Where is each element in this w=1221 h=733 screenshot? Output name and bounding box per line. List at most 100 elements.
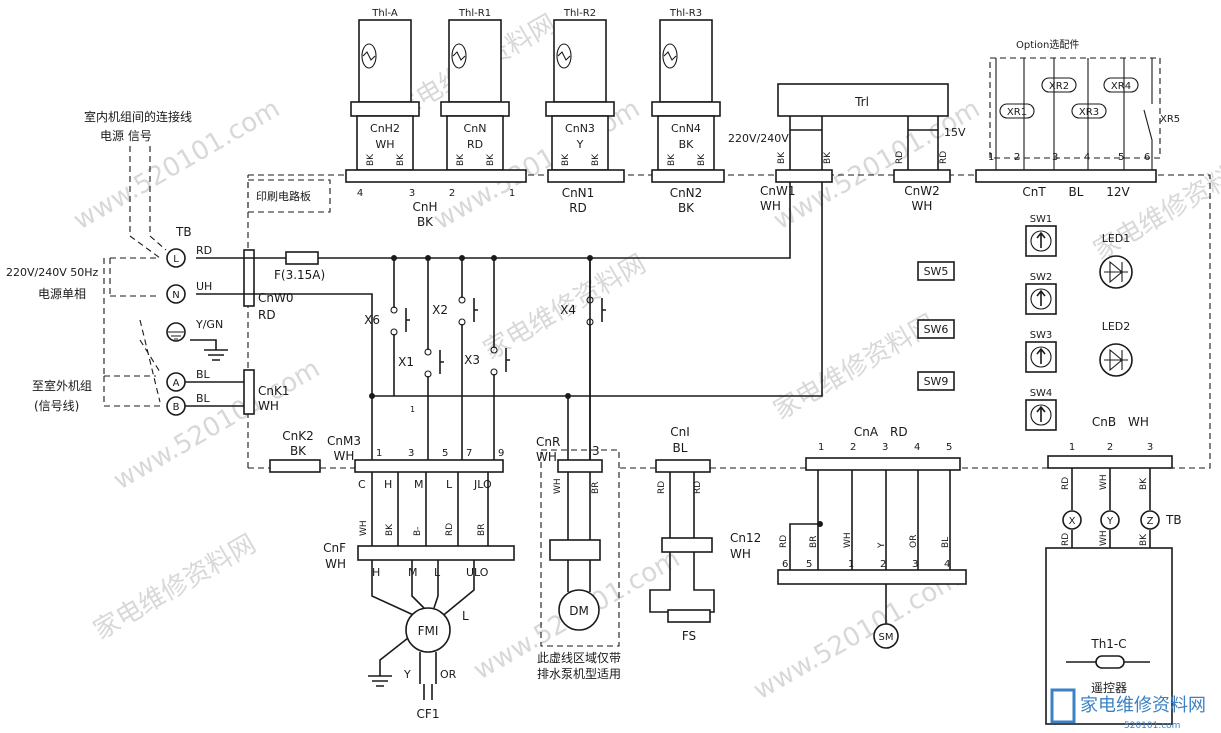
cnf-wire: WH bbox=[359, 520, 369, 536]
power-signal-label: 电源 信号 bbox=[100, 129, 152, 143]
option-pin: 6 bbox=[1144, 152, 1150, 163]
thermistor-body bbox=[358, 19, 412, 103]
cnm3-letter: C bbox=[358, 478, 366, 491]
rotary-dial-icon bbox=[1030, 288, 1052, 310]
dip-switch-label: SW5 bbox=[924, 265, 949, 278]
neutral-rail bbox=[196, 182, 823, 397]
junction-dot bbox=[817, 521, 823, 527]
led-diode-icon bbox=[1104, 260, 1128, 284]
thermistor-body bbox=[553, 19, 607, 103]
cna-pin: 1 bbox=[818, 442, 824, 453]
thermistor-sensor-icon bbox=[556, 43, 572, 69]
step-motor bbox=[873, 623, 899, 649]
cnn2-color: BK bbox=[678, 201, 695, 215]
cnb-name: CnB bbox=[1092, 415, 1116, 429]
rotary-arrow-icon bbox=[1036, 347, 1046, 364]
relay-coil bbox=[439, 350, 444, 374]
thermistor-label: Thl-R2 bbox=[563, 8, 596, 19]
cnm3-pin: 1 bbox=[376, 448, 382, 459]
cnh-pin: 1 bbox=[509, 188, 515, 199]
terminal-wire: BL bbox=[196, 392, 211, 405]
cnr-wire-2: BR bbox=[591, 482, 601, 494]
rotary-label: SW2 bbox=[1030, 272, 1053, 283]
cnn1-color: RD bbox=[569, 201, 587, 215]
cnt-voltage: 12V bbox=[1106, 185, 1130, 199]
cnw0-color: RD bbox=[258, 308, 276, 322]
relay-label: X6 bbox=[364, 313, 380, 327]
watermark-cn: 家电维修资料网 bbox=[89, 529, 262, 646]
thermistor-connector bbox=[551, 115, 609, 171]
cna-color: RD bbox=[890, 425, 908, 439]
dip-switch bbox=[917, 261, 955, 281]
cnt-color: BL bbox=[1069, 185, 1084, 199]
cnf-letter: H bbox=[372, 566, 380, 579]
thermistor-wave-icon bbox=[663, 51, 677, 61]
cnb-pin: 2 bbox=[1107, 442, 1113, 453]
remote-name: 遥控器 bbox=[1091, 681, 1127, 695]
cnf-color: WH bbox=[325, 557, 346, 571]
pcb-label-box bbox=[247, 179, 331, 213]
cnm3-letter: JLO bbox=[473, 478, 492, 491]
cnm3-leads bbox=[371, 472, 489, 546]
relay-contact bbox=[390, 306, 398, 314]
cnt-name: CnT bbox=[1022, 185, 1046, 199]
thermistor-wire: BK bbox=[396, 153, 406, 166]
thermistor-conn-name: CnN3 bbox=[565, 122, 595, 135]
trl-wire-2: BK bbox=[823, 151, 833, 164]
ground-symbol bbox=[190, 339, 228, 361]
cna-bottom-pin: 2 bbox=[880, 559, 886, 570]
connecting-wire-label: 室内机组间的连接线 bbox=[84, 109, 192, 124]
transformer-primary: 220V/240V bbox=[728, 132, 789, 145]
drain-note-1: 此虚线区域仅带 bbox=[537, 651, 621, 665]
thermistor-conn-name: CnN bbox=[464, 122, 487, 135]
option-title: Option选配件 bbox=[1016, 38, 1079, 51]
terminal-symbol: B bbox=[173, 402, 180, 413]
relay-coil bbox=[601, 298, 606, 322]
cnf-wire: BK bbox=[385, 523, 395, 536]
rotary-dial-icon bbox=[1030, 230, 1052, 252]
thermistor-wave-icon bbox=[452, 51, 466, 61]
thermistor-plug bbox=[440, 101, 510, 117]
cnm3-color: WH bbox=[334, 449, 355, 463]
fan-motor-name: FMI bbox=[418, 624, 439, 638]
signal-line-label: (信号线) bbox=[34, 399, 79, 413]
relay-contact bbox=[424, 348, 432, 356]
cnb-pin: 3 bbox=[1147, 442, 1153, 453]
thermistor-sensor-icon bbox=[361, 43, 377, 69]
cnf-wire: RD bbox=[445, 523, 455, 536]
cnm3-pin: 7 bbox=[466, 448, 472, 459]
cnr-wire-1: WH bbox=[553, 478, 563, 494]
cnw2-connector bbox=[893, 169, 951, 183]
cnr-connector bbox=[557, 459, 603, 473]
terminal-symbol: N bbox=[172, 290, 179, 301]
cnt-connector bbox=[975, 169, 1157, 183]
option-pin: 4 bbox=[1084, 152, 1090, 163]
thermistor-wave-icon bbox=[362, 51, 376, 61]
step-motor-name: SM bbox=[879, 632, 894, 643]
dip-switch bbox=[917, 371, 955, 391]
cna-bottom-pin: 6 bbox=[782, 559, 788, 570]
cnm3-letter: L bbox=[446, 478, 453, 491]
cna-bottom-pin: 3 bbox=[912, 559, 918, 570]
trl-wire-3: RD bbox=[895, 151, 905, 164]
relay-label: X3 bbox=[464, 353, 480, 367]
cnf-wire: BR bbox=[477, 524, 487, 536]
rotary-arrow-icon bbox=[1036, 405, 1046, 422]
rotary-dial-icon bbox=[1030, 346, 1052, 368]
cnb-wire: WH bbox=[1099, 530, 1109, 546]
cnb-wire: RD bbox=[1061, 533, 1071, 546]
relay-coil bbox=[505, 348, 510, 372]
rotary-label: SW4 bbox=[1030, 388, 1053, 399]
cnw2-name: CnW2 bbox=[904, 184, 939, 198]
cnk2-name: CnK2 bbox=[282, 429, 314, 443]
fuse bbox=[285, 251, 319, 265]
live-rail bbox=[196, 182, 791, 259]
rotary-label: SW1 bbox=[1030, 214, 1053, 225]
thermistor-connector bbox=[356, 115, 414, 171]
thermistor-body bbox=[448, 19, 502, 103]
relay-contact bbox=[490, 368, 498, 376]
cni-color: BL bbox=[673, 441, 688, 455]
cnn2-connector bbox=[651, 169, 725, 183]
